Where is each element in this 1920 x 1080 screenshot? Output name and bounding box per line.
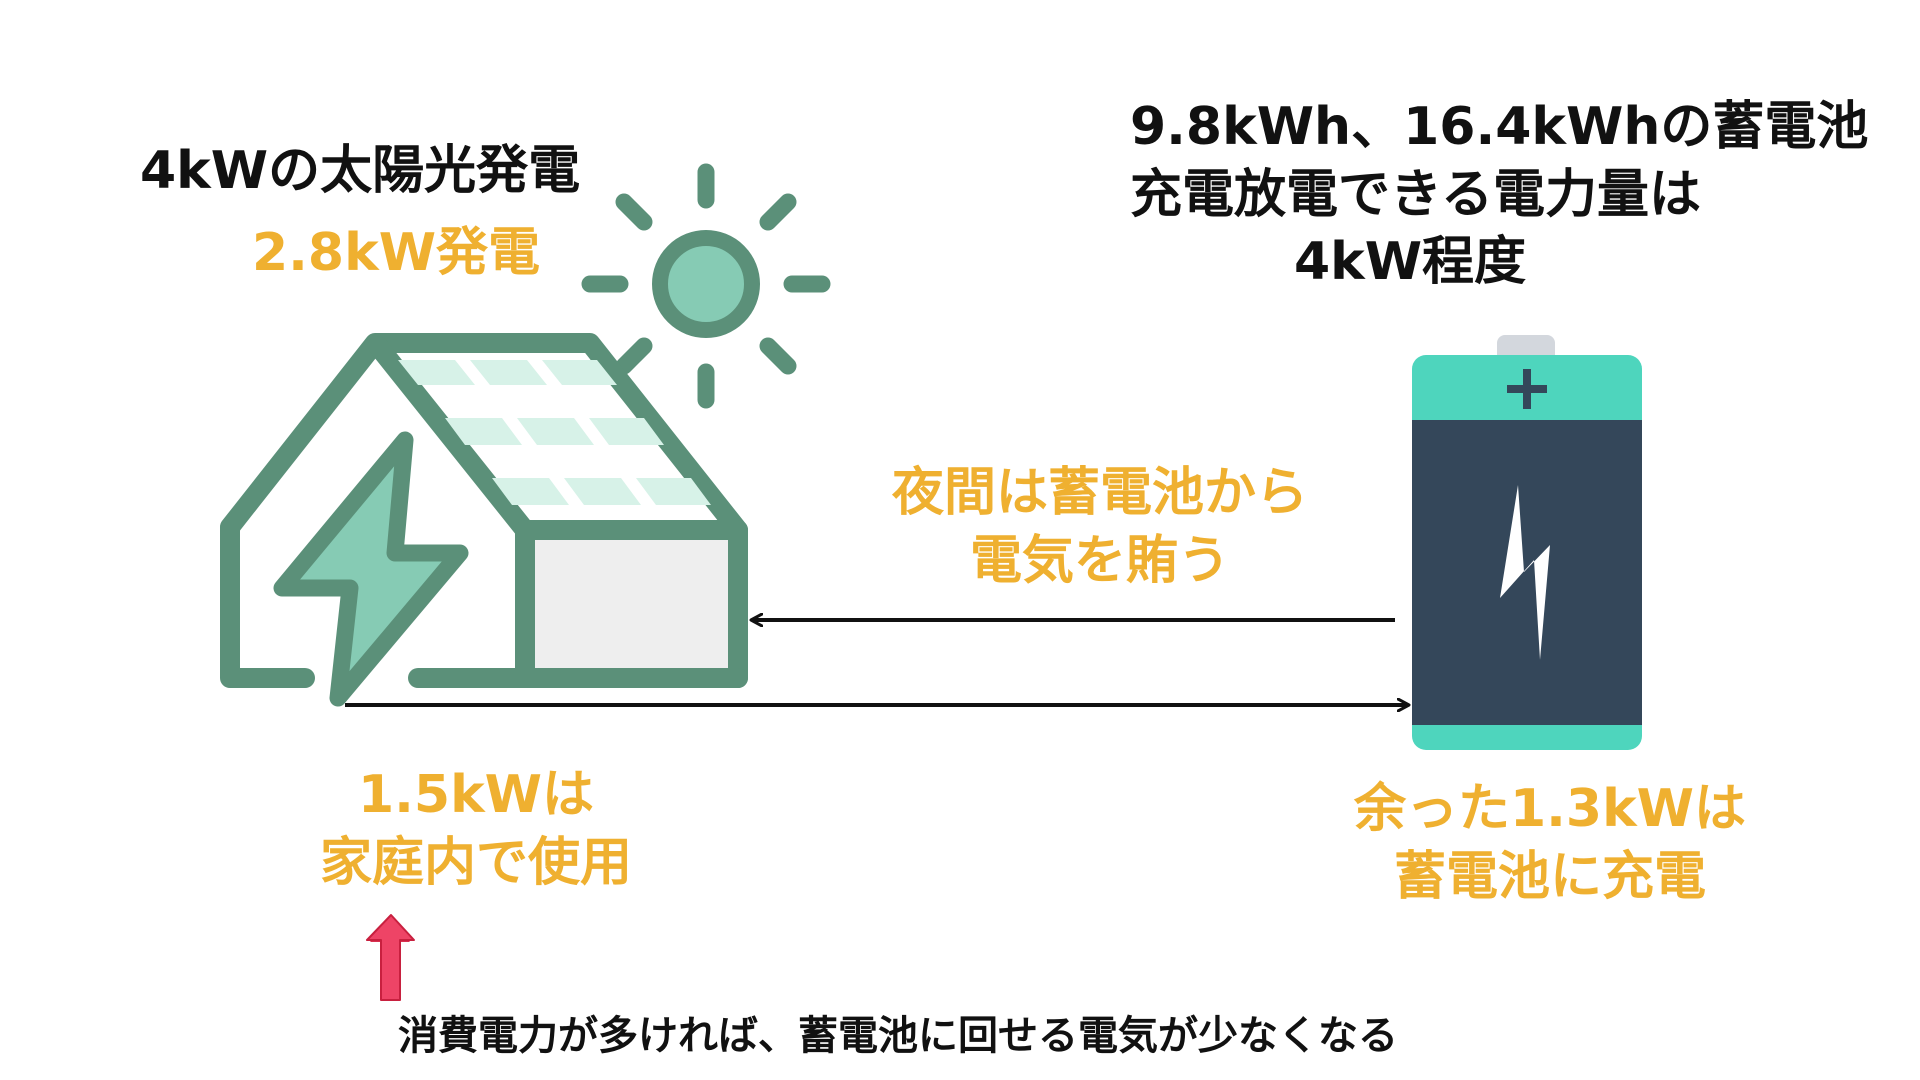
red-up-arrow-icon <box>366 914 415 1001</box>
surplus-line2: 蓄電池に充電 <box>1393 846 1706 907</box>
night-flow-line2: 電気を賄う <box>969 530 1230 591</box>
solar-title: 4kWの太陽光発電 <box>140 141 581 201</box>
battery-icon <box>1412 335 1642 750</box>
consumption-note: 消費電力が多ければ、蓄電池に回せる電気が少なくなる <box>398 1013 1398 1059</box>
battery-info: 9.8kWh、16.4kWhの蓄電池 充電放電できる電力量は 4kW程度 <box>1130 94 1869 297</box>
home-usage-line2: 家庭内で使用 <box>319 832 632 893</box>
home-usage-label: 1.5kWは 家庭内で使用 <box>276 762 676 897</box>
surplus-label: 余った1.3kWは 蓄電池に充電 <box>1330 776 1770 911</box>
battery-info-line3: 4kW程度 <box>1293 232 1527 293</box>
battery-info-line1: 9.8kWh、16.4kWhの蓄電池 <box>1130 97 1869 157</box>
solar-generation: 2.8kW発電 <box>252 223 541 283</box>
solar-house-icon <box>220 333 748 707</box>
night-flow-label: 夜間は蓄電池から 電気を賄う <box>850 460 1350 595</box>
night-flow-line1: 夜間は蓄電池から <box>891 463 1308 523</box>
home-usage-line1: 1.5kWは <box>357 765 595 825</box>
sun-icon <box>581 163 831 409</box>
battery-info-line2: 充電放電できる電力量は <box>1130 164 1701 225</box>
surplus-line1: 余った1.3kWは <box>1353 779 1747 839</box>
